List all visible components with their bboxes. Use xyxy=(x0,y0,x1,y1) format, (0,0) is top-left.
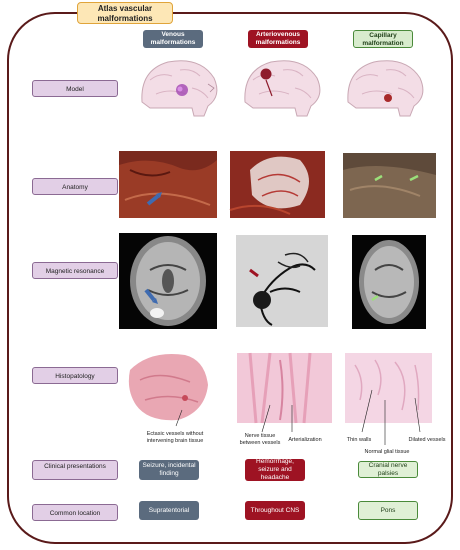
mri-image-capillary xyxy=(352,235,426,329)
brain-model-arteriovenous xyxy=(244,60,321,117)
brain-model-capillary xyxy=(347,60,424,117)
clinical-arteriovenous: Hemorrhage, seizure and headache xyxy=(245,458,305,481)
histo-image-venous xyxy=(128,354,208,427)
column-header-arteriovenous: Arteriovenous malformations xyxy=(248,30,308,48)
annotation-ectasic-vessels: Ectasic vessels without intervening brai… xyxy=(146,431,204,444)
anatomy-photo-venous xyxy=(119,151,217,218)
annotation-thin-walls: Thin walls xyxy=(346,437,372,443)
anatomy-photo-arteriovenous xyxy=(229,151,325,218)
row-label-mri: Magnetic resonance xyxy=(32,262,118,279)
figure-frame xyxy=(7,12,453,544)
location-venous: Supratentorial xyxy=(139,501,199,520)
mri-angiogram-arteriovenous xyxy=(236,235,328,327)
row-label-anatomy: Anatomy xyxy=(32,178,118,195)
brain-model-venous xyxy=(141,60,218,117)
mri-image-venous xyxy=(119,233,217,329)
row-label-histopathology: Histopatology xyxy=(32,367,118,384)
location-capillary: Pons xyxy=(358,501,418,520)
location-arteriovenous: Throughout CNS xyxy=(245,501,305,520)
annotation-normal-glial: Normal glial tissue xyxy=(364,449,410,455)
row-label-clinical: Clinical presentations xyxy=(32,460,118,480)
annotation-nerve-tissue: Nerve tissue between vessels xyxy=(239,433,281,446)
annotation-dilated-vessels: Dilated vessels xyxy=(408,437,446,443)
anatomy-photo-capillary xyxy=(343,153,436,218)
column-header-venous: Venous malformations xyxy=(143,30,203,48)
row-label-model: Model xyxy=(32,80,118,97)
row-label-location: Common location xyxy=(32,504,118,521)
histo-image-arteriovenous xyxy=(237,352,332,433)
clinical-venous: Seizure, incidental finding xyxy=(139,460,199,480)
clinical-capillary: Cranial nerve palsies xyxy=(358,461,418,478)
annotation-arterialization: Arterialization xyxy=(288,437,322,443)
column-header-capillary: Capillary malformation xyxy=(353,30,413,48)
histo-image-capillary xyxy=(345,353,432,445)
figure-title: Atlas vascular malformations xyxy=(77,2,173,24)
